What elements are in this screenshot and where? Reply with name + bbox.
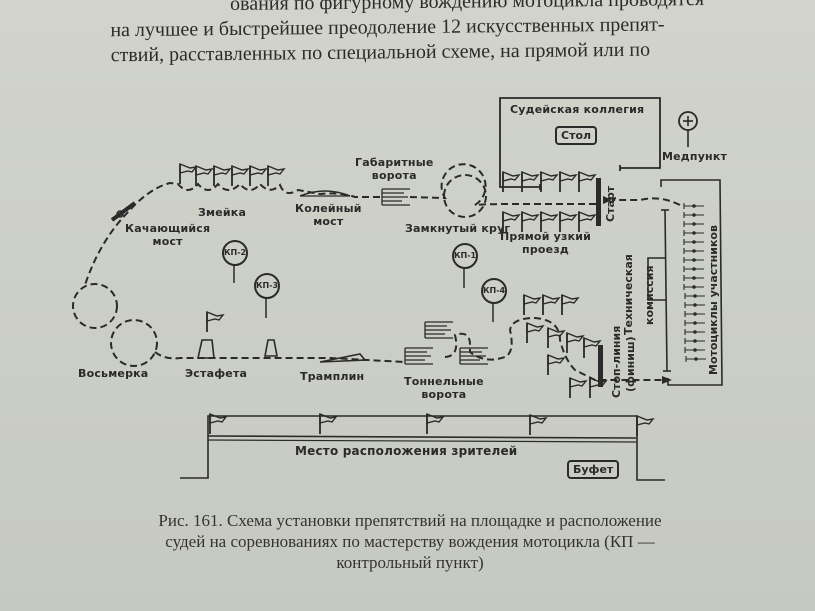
judges-panel-label: Судейская коллегия — [510, 103, 645, 116]
finish-flags — [523, 294, 607, 399]
swinging-bridge-label-line: Качающийся — [125, 222, 211, 235]
size-gate-label-line: ворота — [371, 169, 417, 182]
finish-label: (финиш) — [624, 336, 637, 392]
spectators-label: Место расположения зрителей — [295, 444, 518, 458]
size-gate-label: Габаритные ворота — [355, 156, 434, 182]
narrow-passage-label: Прямой узкий проезд — [500, 230, 591, 256]
swinging-bridge-label: Качающийся мост — [125, 222, 210, 248]
size-gate — [381, 188, 411, 206]
swinging-bridge-label-line: мост — [152, 235, 183, 248]
stop-line-label: Стоп-линия — [610, 325, 623, 398]
ramp-label: Трамплин — [300, 370, 365, 383]
size-gate-label-line: Габаритные — [355, 156, 434, 169]
spectator-fence — [180, 413, 665, 481]
motorcycle-area-outline — [660, 179, 723, 386]
tunnel-gates-label-line: Тоннельные — [404, 375, 484, 388]
judges-box-outline — [499, 97, 661, 188]
figure-eight-lower — [110, 319, 158, 367]
tech-commission-label-line1: Техническая — [622, 254, 635, 335]
plus-circle-icon — [678, 111, 698, 147]
tech-commission-label-line2: комиссия — [643, 265, 656, 325]
course-route-lower — [154, 316, 668, 381]
caption-line: Рис. 161. Схема установки препятствий на… — [158, 511, 662, 530]
checkpoint-3: КП-3 — [254, 273, 280, 299]
rut-bridge-label-line: Колейный — [295, 202, 362, 215]
narrow-passage-label-line: Прямой узкий — [500, 230, 592, 243]
rut-bridge — [299, 190, 351, 197]
stop-line — [598, 345, 603, 387]
motorcycles-icon — [683, 202, 707, 363]
start-line — [596, 178, 601, 226]
relay-label: Эстафета — [185, 367, 248, 380]
rut-bridge-label: Колейный мост — [295, 202, 362, 228]
closed-circle — [443, 174, 487, 218]
rut-bridge-label-line: мост — [313, 215, 344, 228]
figure-caption: Рис. 161. Схема установки препятствий на… — [40, 510, 780, 573]
checkpoint-2: КП-2 — [222, 240, 248, 266]
slalom-label: Змейка — [198, 206, 247, 219]
course-route — [84, 163, 681, 286]
closed-circle-label: Замкнутый круг — [405, 222, 511, 235]
start-label: Старт — [604, 185, 617, 222]
slalom-flags — [179, 163, 285, 187]
judges-table-label: Стол — [555, 126, 598, 145]
checkpoint-4: КП-4 — [481, 278, 507, 304]
figure-eight-label: Восьмерка — [78, 367, 149, 380]
caption-line: контрольный пункт) — [336, 553, 484, 572]
narrow-passage-flags — [502, 171, 596, 233]
tunnel-gates-label-line: ворота — [421, 388, 467, 401]
ramp — [319, 353, 367, 363]
figure-eight-upper — [72, 283, 118, 329]
tunnel-gates-label: Тоннельные ворота — [404, 375, 484, 401]
buffet-label: Буфет — [567, 460, 620, 479]
swinging-bridge — [110, 201, 137, 222]
motorcycles-label: Мотоциклы участников — [707, 225, 720, 375]
caption-line: судей на соревнованиях по мастерству вож… — [165, 532, 655, 551]
relay-stand — [197, 311, 278, 359]
checkpoint-1: КП-1 — [452, 243, 478, 269]
narrow-passage-label-line: проезд — [522, 243, 570, 256]
medical-point-label: Медпункт — [662, 150, 728, 163]
